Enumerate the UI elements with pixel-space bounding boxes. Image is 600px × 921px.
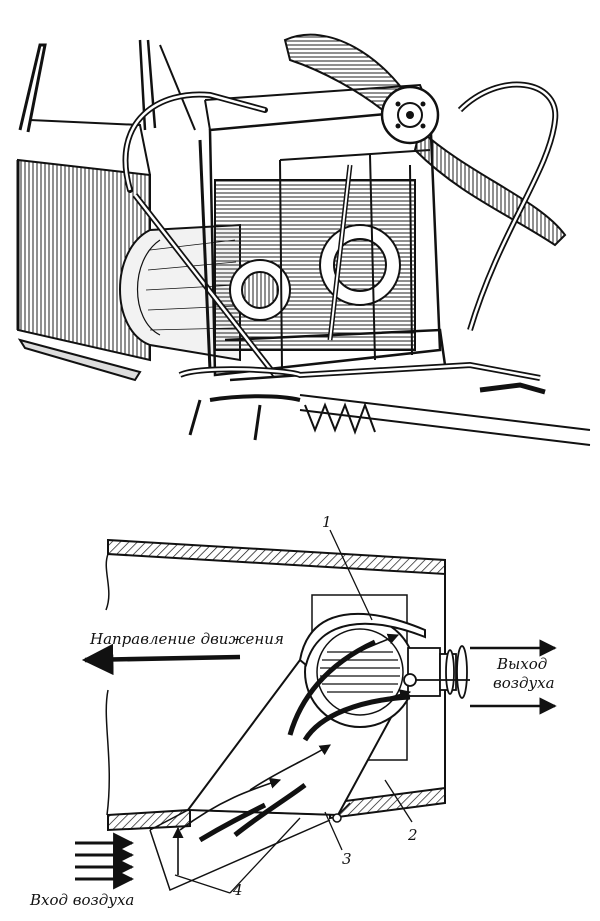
callout-2: 2 [407, 826, 418, 844]
propeller [283, 33, 567, 247]
upper-wall [107, 538, 446, 576]
internal-airflow [198, 639, 411, 843]
direction-arrow [81, 643, 241, 676]
valve-gear [403, 645, 470, 699]
lower-wall [107, 808, 191, 832]
engine-cowling [119, 223, 241, 362]
broken-edge [105, 553, 111, 816]
baffle-1 [298, 612, 426, 667]
cooling-airflow-diagram: Направление движения Выход воздуха Вход … [29, 513, 557, 909]
aircraft-engine-illustration [16, 33, 591, 446]
cylinder-fins [320, 651, 400, 693]
inlet-arrows [75, 832, 135, 890]
windshield-strut [18, 43, 47, 133]
air-outlet-label-1: Выход [496, 655, 547, 673]
callout-1: 1 [322, 513, 332, 531]
direction-label: Направление движения [89, 630, 284, 648]
radiator-fins [304, 402, 376, 435]
callout-3: 3 [342, 850, 352, 868]
landing-skid [17, 338, 142, 382]
air-inlet-label: Вход воздуха [29, 891, 134, 909]
air-outlet-label-2: воздуха [493, 674, 555, 692]
callout-4: 4 [232, 881, 243, 899]
